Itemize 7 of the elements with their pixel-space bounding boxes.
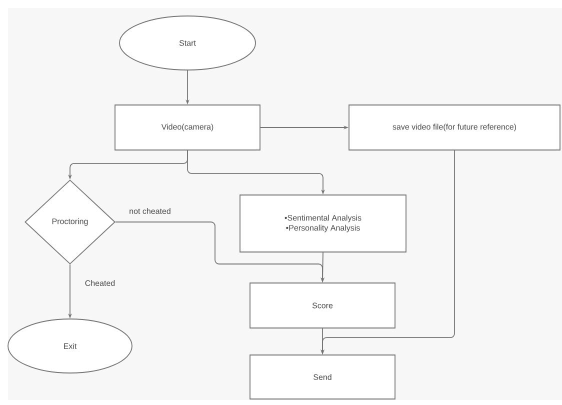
process-box: Video(camera) [114, 104, 260, 150]
edge-label: not cheated [128, 207, 172, 215]
edge-label: Cheated [84, 279, 116, 287]
process-box: Score [250, 282, 396, 328]
process-box: Send [250, 354, 396, 400]
process-box: •Sentimental Analysis •Personality Analysis [240, 194, 406, 252]
process-box: save video file(for future reference) [348, 104, 560, 150]
